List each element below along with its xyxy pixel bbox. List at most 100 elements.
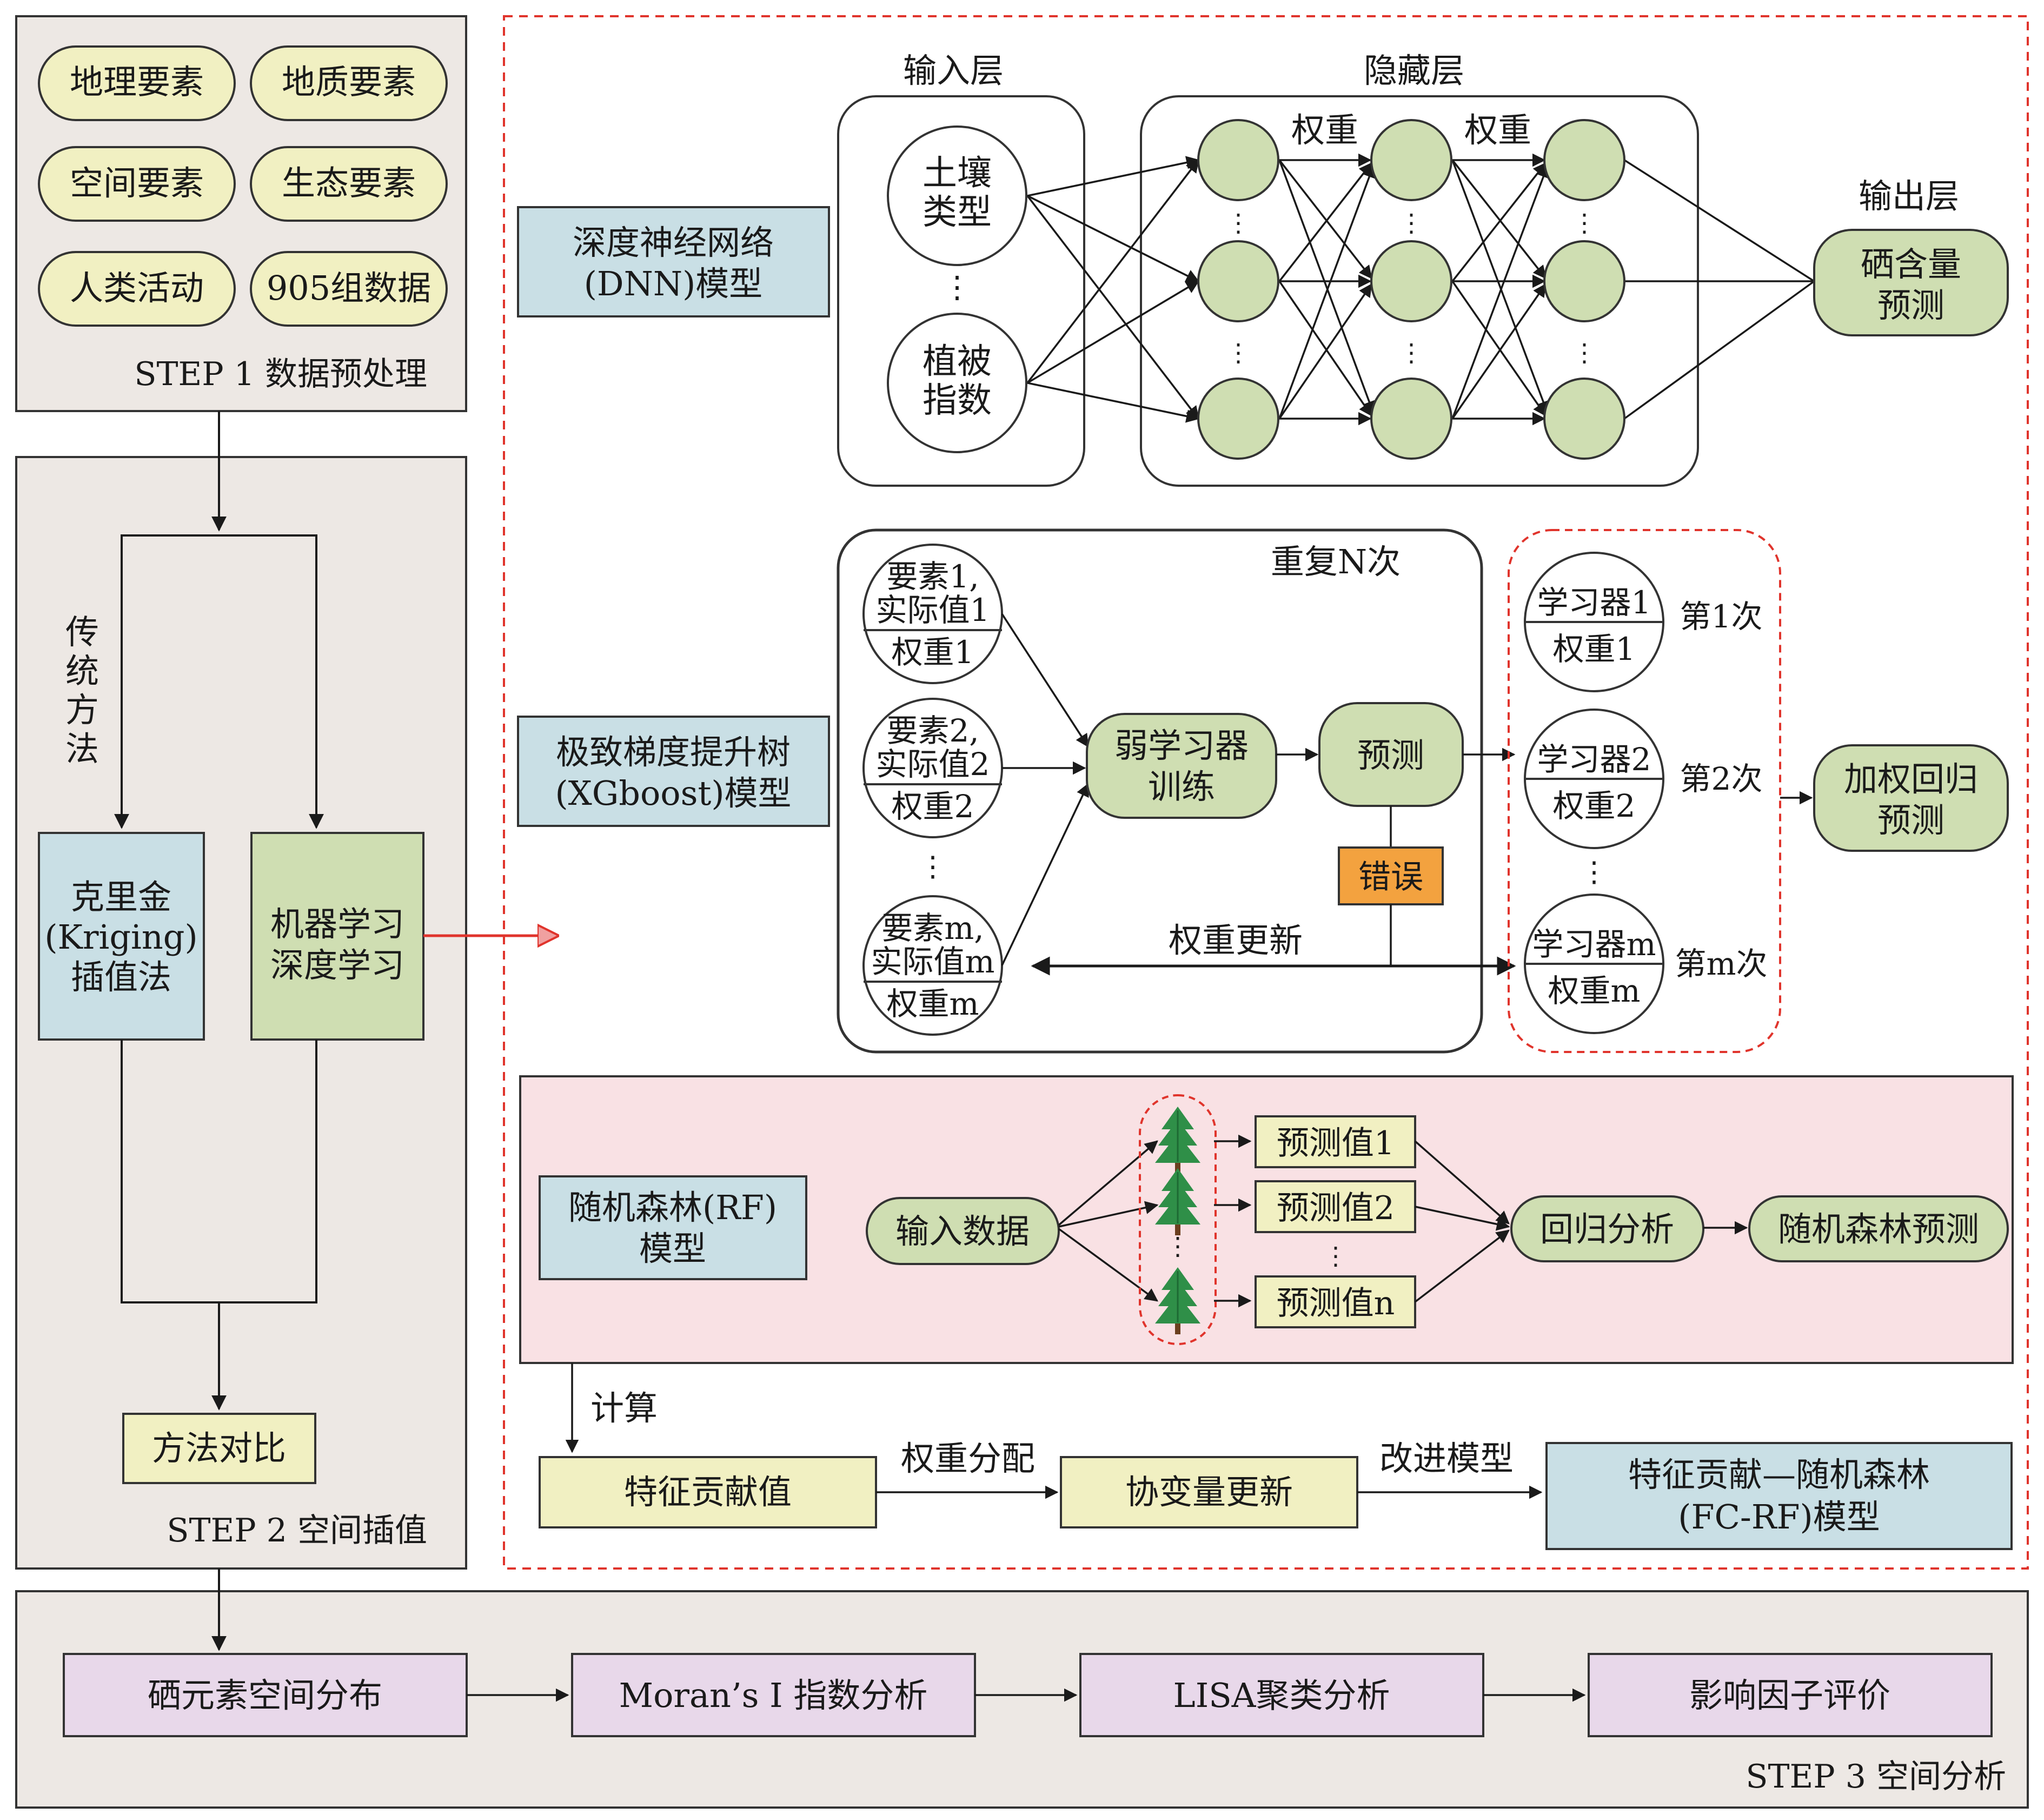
svg-text:错误: 错误 — [1358, 858, 1423, 896]
svg-text:要素m,: 要素m, — [881, 910, 984, 947]
learner-node-2: 学习器2 权重2 第2次 — [1524, 709, 1763, 849]
step2-label: STEP 2 空间插值 — [167, 1512, 427, 1550]
svg-text:预测值2: 预测值2 — [1277, 1189, 1395, 1227]
svg-text:(XGboost)模型: (XGboost)模型 — [555, 773, 791, 813]
learner-ellipsis: ⋮ — [1580, 856, 1608, 889]
step3-box-lisa: LISA聚类分析 — [1079, 1653, 1484, 1737]
svg-text:深度神经网络: 深度神经网络 — [573, 223, 774, 262]
predict-node: 预测 — [1318, 702, 1464, 807]
svg-text:统: 统 — [65, 651, 99, 691]
hidden-ellipses: ⋮⋮ ⋮⋮ ⋮⋮ — [1226, 208, 1597, 367]
rf-input-node: 输入数据 — [866, 1197, 1060, 1265]
svg-text:方法对比: 方法对比 — [152, 1428, 286, 1468]
svg-text:回归分析: 回归分析 — [1540, 1209, 1674, 1249]
step2-panel: 传 统 方 法 克里金 (Kriging) 插值法 机器学习 深度学习 方法对比… — [15, 411, 467, 1570]
svg-text:权重1: 权重1 — [892, 634, 974, 671]
dnn-section: 深度神经网络 (DNN)模型 输入层 隐藏层 输出层 — [517, 51, 2009, 487]
svg-text:预测值n: 预测值n — [1277, 1285, 1395, 1322]
svg-text:权重m: 权重m — [1548, 972, 1641, 1009]
step1-panel: 地理要素 地质要素 空间要素 生态要素 人类活动 905组数据 STEP 1 数… — [15, 15, 467, 412]
regression-arrows — [1414, 1140, 1510, 1303]
step3-box-factor: 影响因子评价 — [1588, 1653, 1993, 1737]
feature-node-2: 要素2, 实际值2 权重2 — [862, 698, 1003, 838]
kriging-box: 克里金 (Kriging) 插值法 — [38, 832, 205, 1041]
pill-human: 人类活动 — [38, 251, 236, 327]
svg-text:机器学习: 机器学习 — [270, 904, 404, 944]
svg-text:模型: 模型 — [639, 1229, 706, 1268]
step1-label: STEP 1 数据预处理 — [134, 355, 427, 393]
dnn-title-box: 深度神经网络 (DNN)模型 — [517, 206, 830, 317]
output-connections — [1623, 159, 1815, 420]
svg-text:第2次: 第2次 — [1680, 760, 1763, 797]
svg-text:⋮: ⋮ — [1226, 208, 1251, 237]
svg-text:实际值m: 实际值m — [871, 943, 995, 980]
xgb-section: 极致梯度提升树 (XGboost)模型 重复N次 要素1, 实际值1 权重1 要… — [517, 528, 2009, 1054]
svg-text:第m次: 第m次 — [1675, 945, 1768, 982]
xgb-title-box: 极致梯度提升树 (XGboost)模型 — [517, 716, 830, 827]
tree-arrows — [1214, 1134, 1252, 1308]
input-node-vegetation: 植被 指数 — [887, 313, 1027, 453]
pill-label: 地质要素 — [282, 62, 416, 102]
fc-rf-box: 特征贡献—随机森林 (FC-RF)模型 — [1545, 1442, 2013, 1550]
prediction-ellipsis: ⋮ — [1323, 1241, 1348, 1270]
svg-text:权重2: 权重2 — [1553, 787, 1636, 824]
ml-detail-region — [503, 15, 2029, 1570]
svg-text:⋮: ⋮ — [1399, 208, 1424, 237]
svg-text:要素1,: 要素1, — [886, 558, 979, 595]
trees-group — [1139, 1094, 1217, 1345]
svg-text:插值法: 插值法 — [71, 957, 171, 997]
svg-text:土壤: 土壤 — [923, 154, 992, 194]
fc-rf-section: 计算 特征贡献值 权重分配 协变量更新 改进模型 特征贡献—随机森林 (FC-R… — [539, 1363, 2013, 1550]
pill-label: 地理要素 — [70, 62, 204, 102]
pill-905: 905组数据 — [250, 251, 448, 327]
svg-text:极致梯度提升树: 极致梯度提升树 — [556, 732, 791, 772]
feature-arrows — [1001, 613, 1089, 966]
pill-label: 生态要素 — [282, 163, 416, 203]
svg-text:⋮: ⋮ — [1226, 338, 1251, 367]
split-line — [121, 534, 317, 822]
weighted-regression-node: 加权回归 预测 — [1813, 744, 2009, 852]
prediction-box-1: 预测值1 — [1255, 1115, 1416, 1168]
svg-text:学习器m: 学习器m — [1532, 926, 1656, 963]
weak-learner-node: 弱学习器 训练 — [1086, 713, 1277, 819]
pill-geology: 地质要素 — [250, 45, 448, 121]
method-compare-box: 方法对比 — [122, 1413, 316, 1484]
input-layer-label: 输入层 — [903, 51, 1004, 90]
improve-label: 改进模型 — [1379, 1439, 1514, 1478]
svg-text:预测值1: 预测值1 — [1277, 1124, 1395, 1162]
calc-label: 计算 — [590, 1388, 658, 1428]
machine-learning-box: 机器学习 深度学习 — [250, 832, 424, 1041]
svg-text:训练: 训练 — [1148, 767, 1215, 806]
traditional-method-label: 传 统 方 法 — [65, 612, 99, 769]
svg-text:⋮: ⋮ — [1572, 208, 1597, 237]
repeat-label: 重复N次 — [1271, 542, 1401, 581]
svg-text:实际值2: 实际值2 — [876, 746, 990, 783]
contribution-box: 特征贡献值 — [539, 1456, 877, 1528]
svg-text:传: 传 — [65, 612, 99, 652]
svg-text:加权回归: 加权回归 — [1844, 759, 1978, 799]
hidden-connections-1 — [1278, 153, 1376, 426]
svg-text:法: 法 — [65, 729, 99, 769]
feature-ellipsis: ⋮ — [919, 851, 947, 883]
step3-box-distribution: 硒元素空间分布 — [63, 1653, 468, 1737]
input-connections — [1026, 156, 1200, 423]
rf-result-node: 随机森林预测 — [1748, 1195, 2009, 1262]
svg-text:(DNN)模型: (DNN)模型 — [584, 264, 763, 303]
input-node-soil: 土壤 类型 — [887, 125, 1027, 266]
svg-text:LISA聚类分析: LISA聚类分析 — [1173, 1676, 1390, 1715]
svg-text:随机森林(RF): 随机森林(RF) — [568, 1188, 777, 1227]
step3-box-moran: Moran’s I 指数分析 — [571, 1653, 976, 1737]
output-layer-label: 输出层 — [1859, 176, 1959, 216]
svg-text:协变量更新: 协变量更新 — [1125, 1472, 1293, 1512]
step3-panel: 硒元素空间分布 Moran’s I 指数分析 LISA聚类分析 影响因子评价 S… — [15, 1568, 2029, 1809]
svg-text:硒含量: 硒含量 — [1861, 244, 1961, 284]
svg-text:方: 方 — [65, 690, 99, 730]
svg-text:随机森林预测: 随机森林预测 — [1778, 1209, 1979, 1249]
svg-text:特征贡献—随机森林: 特征贡献—随机森林 — [1628, 1455, 1930, 1494]
output-node-selenium: 硒含量 预测 — [1813, 229, 2009, 336]
prediction-box-2: 预测值2 — [1255, 1180, 1416, 1233]
step3-label: STEP 3 空间分析 — [1746, 1758, 2006, 1796]
svg-text:影响因子评价: 影响因子评价 — [1689, 1676, 1890, 1715]
weight-label-1: 权重 — [1291, 110, 1358, 150]
